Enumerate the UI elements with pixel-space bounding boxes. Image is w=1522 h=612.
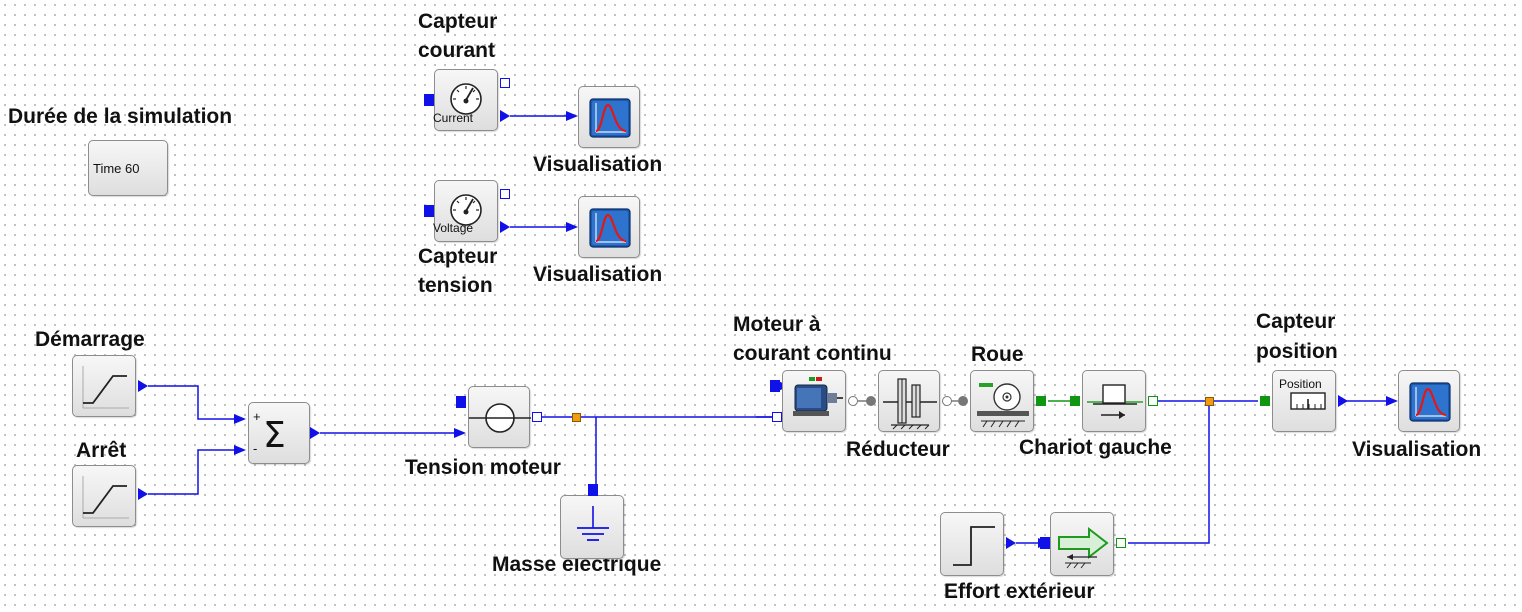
step-block[interactable] (940, 512, 1004, 576)
motor-shaft-port[interactable] (848, 396, 858, 406)
label-capteur-tension-2: tension (418, 274, 493, 297)
label-reducteur: Réducteur (846, 438, 950, 461)
cart-left-port[interactable] (1070, 396, 1080, 406)
step-out-port[interactable] (1006, 537, 1016, 549)
force-source-out-port[interactable] (1116, 538, 1126, 548)
voltage-source-pos-port[interactable] (456, 396, 466, 408)
current-sensor-aux-port[interactable] (500, 78, 510, 88)
sum-block[interactable]: Σ + - (248, 402, 310, 464)
cart-block[interactable] (1082, 370, 1146, 432)
position-text: Position (1279, 377, 1322, 391)
force-source-icon (1058, 526, 1109, 569)
time-text: Time 60 (93, 161, 140, 176)
sum-plus-sign: + (253, 409, 261, 424)
scope-block-3[interactable] (1398, 370, 1460, 432)
label-capteur-position-1: Capteur (1256, 310, 1336, 333)
voltage-sensor-block[interactable]: Voltage (433, 180, 498, 242)
current-sensor-block[interactable]: Current (433, 69, 498, 131)
scope-block-1[interactable] (578, 86, 640, 148)
label-moteur-1: Moteur à (733, 313, 821, 336)
label-effort-exterieur: Effort extérieur (944, 580, 1095, 603)
current-sensor-in-port[interactable] (424, 94, 434, 106)
wire-demarrage-to-sum (148, 385, 236, 420)
label-roue: Roue (971, 343, 1024, 366)
label-capteur-courant-1: Capteur (418, 10, 498, 33)
label-visualisation-1: Visualisation (533, 153, 663, 176)
wire-arret-to-sum (148, 449, 236, 495)
ramp-block-arret[interactable] (72, 465, 136, 527)
gearbox-out-port[interactable] (942, 396, 952, 406)
ground-icon (577, 506, 609, 541)
svg-text:Σ: Σ (263, 415, 286, 456)
dc-motor-icon (793, 377, 843, 416)
ramp-arret-out-port[interactable] (138, 488, 148, 500)
wheel-icon (977, 383, 1029, 428)
sum-out-port[interactable] (310, 427, 320, 439)
scope-block-2[interactable] (578, 196, 640, 258)
voltage-sensor-aux-port[interactable] (500, 189, 510, 199)
current-text: Current (433, 111, 474, 125)
position-sensor-in-port[interactable] (1260, 396, 1270, 406)
force-source-in-port[interactable] (1040, 537, 1050, 549)
label-chariot-gauche: Chariot gauche (1019, 436, 1172, 459)
ammeter-icon (450, 83, 482, 115)
simulation-time-block[interactable]: Time 60 (88, 140, 168, 196)
ground-port[interactable] (588, 484, 598, 496)
dc-motor-block[interactable] (782, 370, 846, 432)
voltage-sensor-out-port[interactable] (500, 221, 510, 233)
wheel-rot-port[interactable] (958, 396, 968, 406)
label-capteur-courant-2: courant (418, 39, 496, 62)
cart-right-port[interactable] (1148, 396, 1158, 406)
ramp-block-demarrage[interactable] (72, 355, 136, 417)
current-sensor-out-port[interactable] (500, 110, 510, 122)
voltage-sensor-in-port[interactable] (424, 205, 434, 217)
voltmeter-icon (450, 194, 482, 226)
wheel-trans-port[interactable] (1036, 396, 1046, 406)
label-tension-moteur: Tension moteur (405, 456, 561, 479)
position-sensor-out-port[interactable] (1338, 395, 1348, 407)
motor-pos-port[interactable] (770, 380, 780, 392)
cart-icon (1087, 384, 1143, 419)
split-point-electrical (572, 413, 581, 422)
label-capteur-tension-1: Capteur (418, 245, 498, 268)
gearbox-icon (883, 378, 937, 430)
gearbox-in-port[interactable] (866, 396, 876, 406)
scope-icon (589, 208, 631, 248)
label-visualisation-2: Visualisation (533, 263, 663, 286)
position-sensor-block[interactable]: Position (1272, 370, 1336, 432)
voltage-source-block[interactable] (468, 386, 531, 448)
scope-icon (589, 98, 631, 138)
position-sensor-icon (1290, 392, 1326, 410)
label-capteur-position-2: position (1256, 340, 1338, 363)
sum-icon: Σ (263, 415, 286, 456)
sum-minus-sign: - (253, 441, 258, 456)
label-moteur-2: courant continu (733, 342, 892, 365)
force-source-block[interactable] (1050, 512, 1114, 576)
voltage-source-icon (469, 403, 531, 433)
label-visualisation-3: Visualisation (1352, 438, 1482, 461)
voltage-source-neg-port[interactable] (532, 412, 542, 422)
wire-split-to-effort (1128, 401, 1210, 544)
label-arret: Arrêt (76, 439, 127, 462)
motor-neg-port[interactable] (772, 412, 782, 422)
scope-icon (1409, 382, 1451, 422)
ramp-icon (82, 366, 129, 409)
gearbox-block[interactable] (878, 370, 940, 432)
wheel-block[interactable] (970, 370, 1034, 432)
label-duree-simulation: Durée de la simulation (8, 105, 233, 128)
ramp-demarrage-out-port[interactable] (138, 380, 148, 392)
label-demarrage: Démarrage (35, 328, 145, 351)
step-icon (953, 526, 995, 566)
ramp-icon (82, 476, 129, 519)
voltage-text: Voltage (433, 221, 474, 235)
ground-block[interactable] (560, 495, 624, 559)
split-point-mechanical (1205, 397, 1214, 406)
